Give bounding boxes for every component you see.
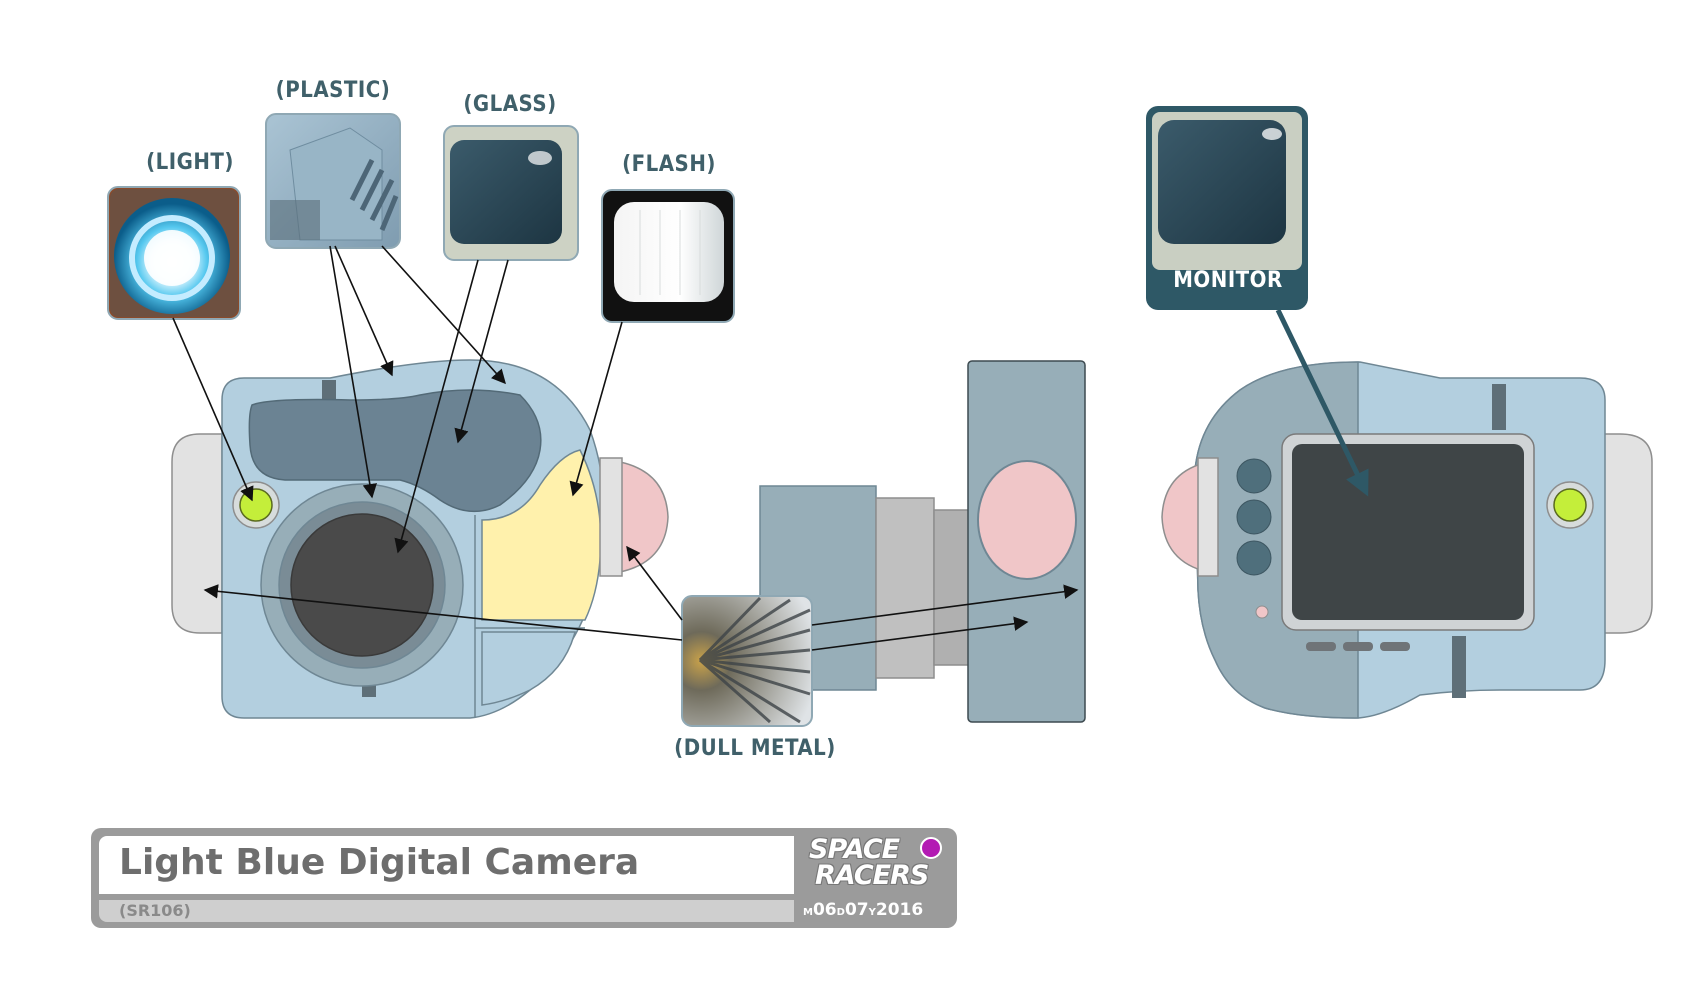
brand-line-1: SPACE — [809, 834, 900, 865]
swatch-light — [107, 186, 241, 320]
monitor-label: MONITOR — [1173, 268, 1283, 293]
back-button-3 — [1236, 540, 1272, 576]
front-grip — [171, 433, 223, 634]
swatch-label-dull-metal: (DULL METAL) — [674, 736, 836, 761]
front-status-led — [239, 488, 273, 522]
swatch-dull-metal — [681, 595, 813, 727]
back-grip — [1594, 433, 1653, 634]
side-lens-ring-1 — [875, 497, 935, 679]
brand-line-2: RACERS — [815, 860, 929, 891]
page-title: Light Blue Digital Camera — [119, 842, 640, 883]
brand-logo: SPACE RACERS — [801, 834, 951, 896]
product-code: (SR106) — [119, 901, 191, 920]
code-bar: (SR106) — [99, 900, 794, 922]
back-screen — [1292, 444, 1524, 620]
brand-dot-icon — [920, 837, 942, 859]
front-lens-glass — [290, 513, 434, 657]
monitor-swatch — [1146, 106, 1308, 310]
front-side-button — [619, 461, 669, 573]
swatch-label-plastic: (PLASTIC) — [275, 78, 391, 103]
swatch-label-glass: (GLASS) — [463, 92, 557, 117]
date-m-prefix: M — [803, 907, 813, 918]
swatch-label-light: (LIGHT) — [146, 150, 234, 175]
date-year: 2016 — [875, 900, 924, 920]
date-d-prefix: D — [836, 907, 845, 918]
title-panel: Light Blue Digital Camera — [99, 836, 794, 894]
back-button-1 — [1236, 458, 1272, 494]
monitor-callout-arrow — [1275, 308, 1369, 497]
side-pink-button — [977, 460, 1077, 580]
front-top-panel — [248, 389, 542, 513]
callout-arrows — [172, 245, 1079, 651]
back-button-2 — [1236, 499, 1272, 535]
swatch-label-flash: (FLASH) — [622, 152, 716, 177]
date-stamp: M06D07Y2016 — [803, 900, 923, 920]
back-side-button — [1161, 461, 1209, 573]
front-view — [171, 359, 669, 719]
date-y-prefix: Y — [868, 907, 876, 918]
date-day: 07 — [844, 900, 869, 920]
back-view — [1161, 361, 1653, 719]
date-month: 06 — [812, 900, 837, 920]
swatch-glass — [443, 125, 579, 261]
swatch-flash — [601, 189, 735, 323]
title-block: Light Blue Digital Camera (SR106) SPACE … — [91, 828, 957, 928]
side-lens-ring-2 — [933, 509, 971, 666]
swatch-plastic — [265, 113, 401, 249]
back-status-led — [1553, 488, 1587, 522]
